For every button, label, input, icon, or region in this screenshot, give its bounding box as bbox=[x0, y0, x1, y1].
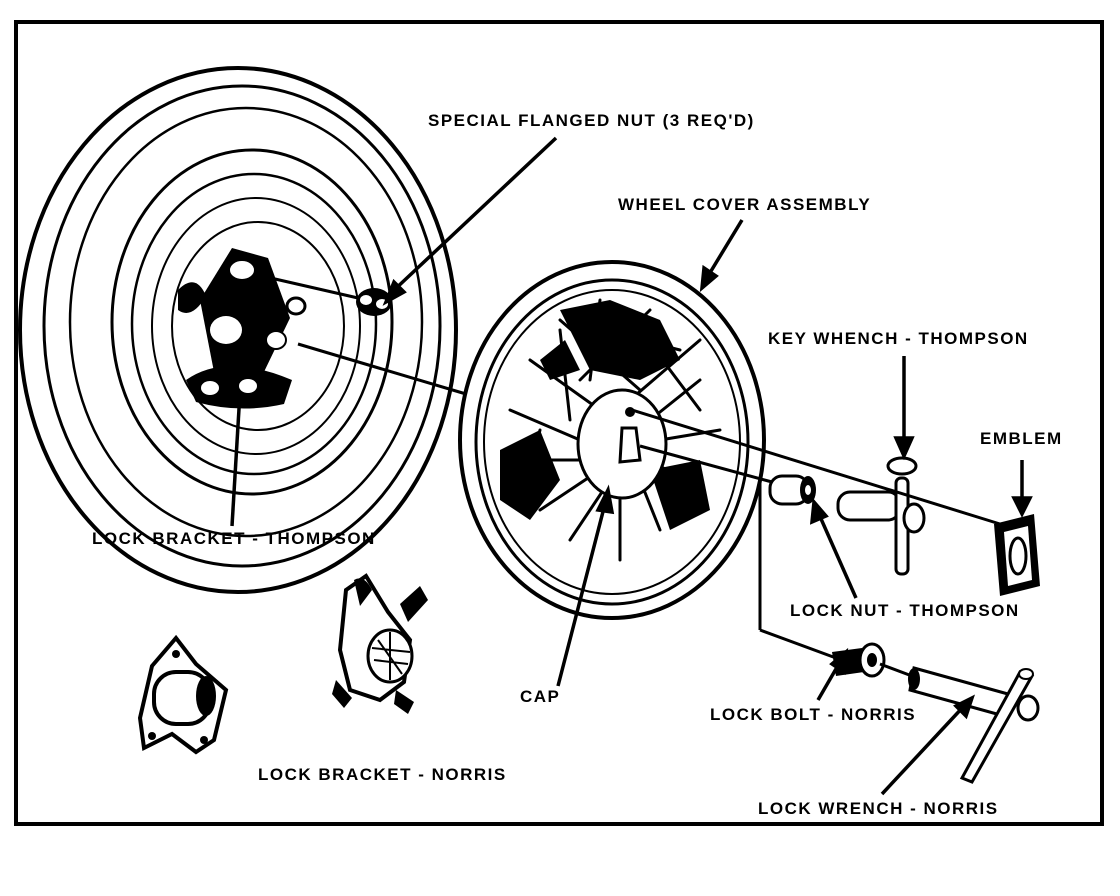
label-lock-bracket-thompson: LOCK BRACKET - THOMPSON bbox=[92, 529, 376, 548]
diagram-frame bbox=[14, 20, 1104, 826]
wheel-rim bbox=[18, 66, 458, 594]
label-lock-nut-thompson: LOCK NUT - THOMPSON bbox=[790, 601, 1020, 620]
label-wheel-cover-assembly: WHEEL COVER ASSEMBLY bbox=[618, 195, 871, 214]
label-lock-bolt-norris: LOCK BOLT - NORRIS bbox=[710, 705, 916, 724]
leader-arrows bbox=[230, 136, 1033, 796]
cap-part bbox=[576, 388, 668, 500]
lock-bracket-thompson-part bbox=[178, 248, 307, 409]
lock-bracket-norris-part-1 bbox=[137, 634, 229, 755]
lock-wrench-norris-part bbox=[908, 666, 1040, 784]
wheel-cover bbox=[458, 260, 766, 620]
special-flanged-nut-part bbox=[356, 288, 392, 316]
key-wrench-thompson-part bbox=[836, 456, 926, 576]
assembly-lines bbox=[261, 274, 1001, 678]
label-special-flanged-nut: SPECIAL FLANGED NUT (3 REQ'D) bbox=[428, 111, 755, 130]
emblem-part bbox=[994, 514, 1040, 596]
lock-bracket-norris-part-2 bbox=[332, 573, 428, 714]
label-lock-bracket-norris: LOCK BRACKET - NORRIS bbox=[258, 765, 507, 784]
label-emblem: EMBLEM bbox=[980, 429, 1063, 448]
lock-nut-thompson-part bbox=[768, 474, 816, 506]
label-lock-wrench-norris: LOCK WRENCH - NORRIS bbox=[758, 799, 999, 818]
label-cap: CAP bbox=[520, 687, 560, 706]
label-key-wrench-thompson: KEY WHENCH - THOMPSON bbox=[768, 329, 1029, 348]
